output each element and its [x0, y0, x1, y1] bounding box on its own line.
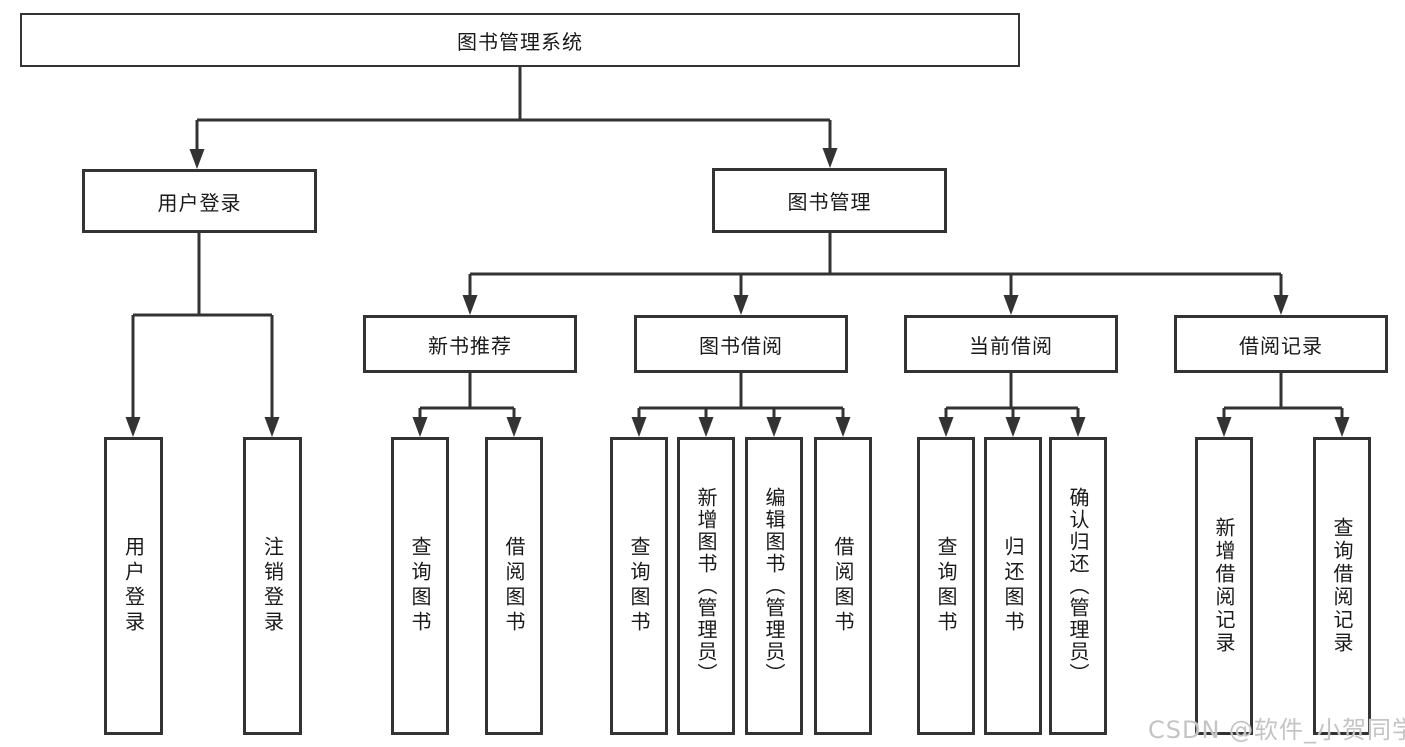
leaf-label: 注销登录	[260, 536, 285, 636]
leaf-edit-book-admin: 编辑图书（管理员）	[745, 437, 803, 735]
leaf-confirm-return-admin: 确认归还（管理员）	[1049, 437, 1107, 735]
leaf-query-borrow-record: 查询借阅记录	[1313, 437, 1371, 735]
leaf-user-login: 用户登录	[104, 437, 163, 735]
leaf-label: 编辑图书（管理员）	[762, 487, 786, 685]
leaf-add-book-admin: 新增图书（管理员）	[677, 437, 735, 735]
leaf-add-borrow-record: 新增借阅记录	[1195, 437, 1253, 735]
leaf-label: 查询图书	[627, 536, 651, 636]
leaf-label: 借阅图书	[831, 536, 855, 636]
leaf-return-book: 归还图书	[984, 437, 1042, 735]
node-label: 新书推荐	[428, 333, 512, 358]
node-label: 当前借阅	[969, 333, 1053, 358]
leaf-label: 查询借阅记录	[1330, 517, 1354, 655]
leaf-query-books-current: 查询图书	[917, 437, 975, 735]
leaf-label: 新增图书（管理员）	[694, 487, 718, 685]
node-label: 用户登录	[157, 190, 242, 215]
leaf-label: 新增借阅记录	[1212, 517, 1236, 655]
leaf-label: 借阅图书	[502, 536, 526, 636]
node-label: 图书管理系统	[457, 29, 583, 54]
leaf-label: 查询图书	[934, 536, 958, 636]
node-current-borrowing: 当前借阅	[904, 315, 1118, 373]
leaf-label: 查询图书	[408, 536, 432, 636]
node-user-login-branch: 用户登录	[82, 169, 317, 233]
leaf-label: 归还图书	[1001, 536, 1025, 636]
leaf-query-books-recommend: 查询图书	[391, 437, 449, 735]
leaf-logout: 注销登录	[243, 437, 302, 735]
leaf-borrow-books-recommend: 借阅图书	[485, 437, 543, 735]
node-borrowing-records: 借阅记录	[1174, 315, 1388, 373]
leaf-label: 用户登录	[121, 536, 146, 636]
node-book-borrowing: 图书借阅	[634, 315, 848, 373]
node-label: 借阅记录	[1239, 333, 1323, 358]
leaf-borrow-books-borrowing: 借阅图书	[814, 437, 872, 735]
node-book-management-branch: 图书管理	[712, 168, 947, 233]
csdn-watermark: CSDN @软件_小贺同学	[1148, 716, 1405, 744]
leaf-query-books-borrowing: 查询图书	[610, 437, 668, 735]
node-label: 图书借阅	[699, 333, 783, 358]
node-library-management-system: 图书管理系统	[20, 13, 1020, 67]
leaf-label: 确认归还（管理员）	[1066, 487, 1090, 685]
node-new-book-recommendation: 新书推荐	[363, 315, 577, 373]
node-label: 图书管理	[787, 190, 872, 214]
